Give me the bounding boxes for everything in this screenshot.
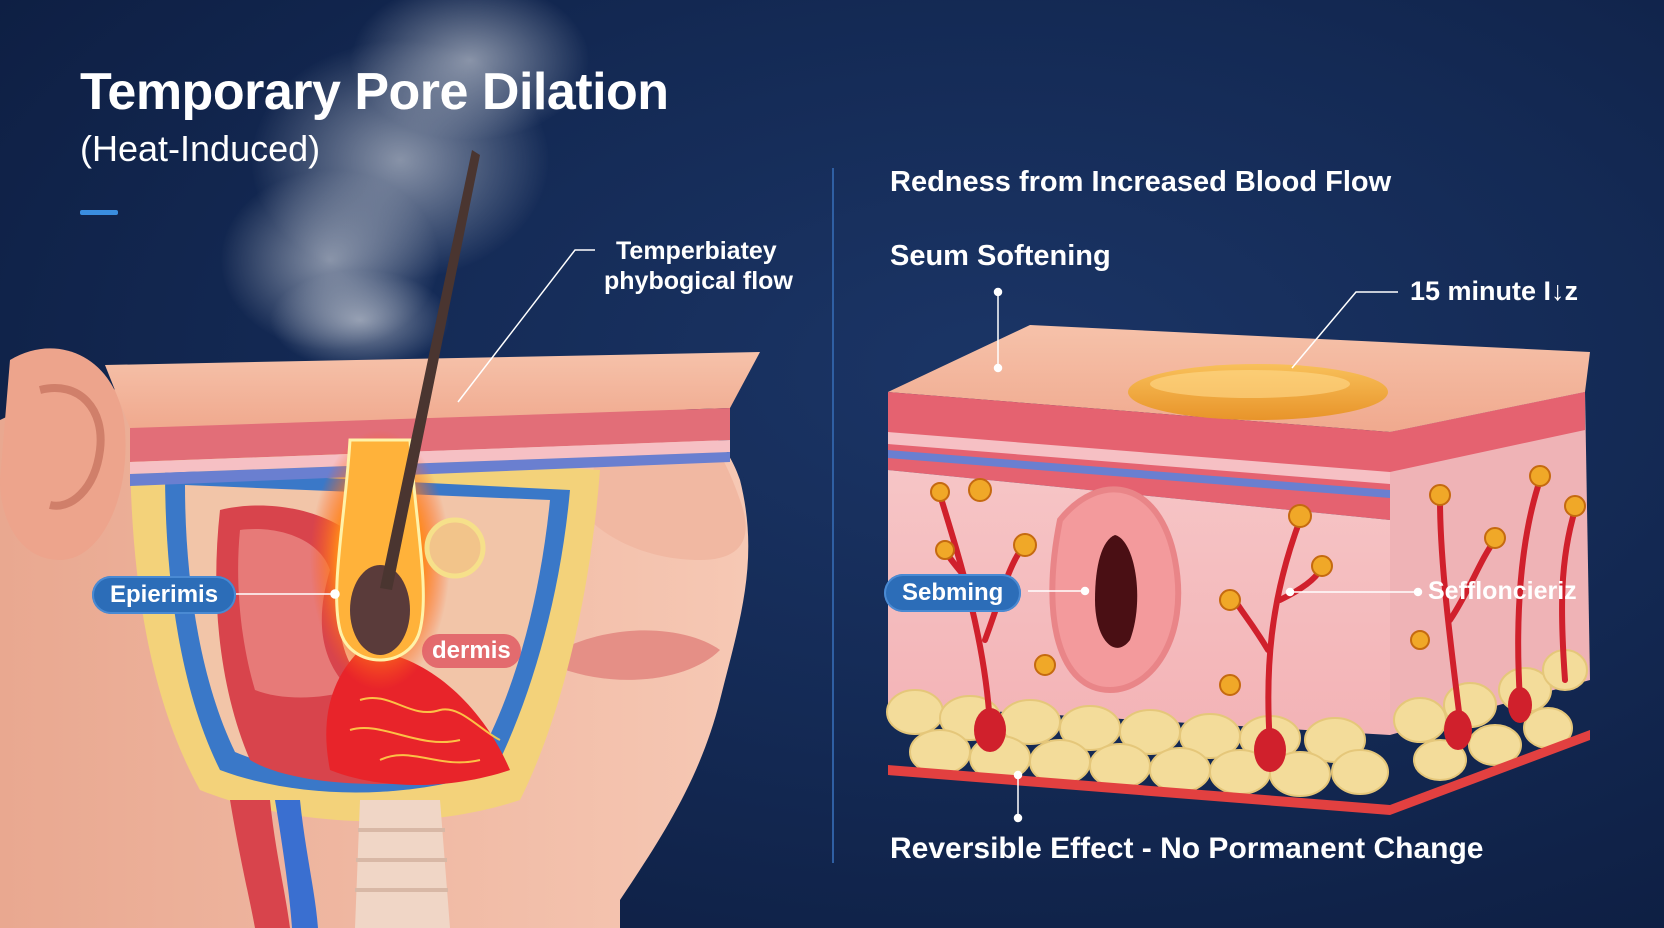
vessel-nodes: [930, 465, 1586, 696]
left-callout-lines: [236, 249, 595, 599]
right-skin-block: [886, 325, 1590, 815]
left-head-illustration: [0, 0, 760, 928]
sebum-softening-label: Seum Softening: [890, 240, 1111, 272]
sebming-label: Sebming: [884, 574, 1022, 612]
reversible-effect-footer: Reversible Effect - No Pormanent Change: [890, 832, 1484, 865]
epidermis-label: Epierimis: [92, 576, 237, 614]
dermis-label: dermis: [422, 634, 521, 668]
lips: [560, 630, 720, 680]
minute-leader-line: [1291, 291, 1398, 369]
right-callout-lines: [993, 287, 1423, 823]
temperature-callout-line1: Temperbiatey: [616, 237, 777, 265]
page-title: Temporary Pore Dilation: [80, 63, 669, 121]
panel-divider: [832, 168, 834, 863]
temperature-callout: Temperbiatey phybogical flow: [604, 236, 793, 296]
page-subtitle: (Heat-Induced): [80, 128, 321, 169]
redness-header: Redness from Increased Blood Flow: [890, 166, 1392, 198]
seffloncieriz-label: Seffloncieriz: [1428, 577, 1577, 605]
vessel-bulbs: [974, 687, 1532, 772]
trachea: [355, 800, 450, 928]
subcutaneous-fat: [886, 649, 1588, 797]
temperature-callout-line2: phybogical flow: [604, 267, 793, 295]
title-accent-bar: [80, 210, 118, 215]
ear: [0, 348, 126, 560]
sebaceous-gland: [424, 517, 486, 579]
temp-leader-line: [457, 249, 595, 403]
steam-plume: [220, 0, 590, 370]
left-skin-block-top: [105, 352, 760, 428]
hair-shaft: [380, 150, 480, 590]
minute-label: 15 minute I↓z: [1410, 276, 1579, 306]
